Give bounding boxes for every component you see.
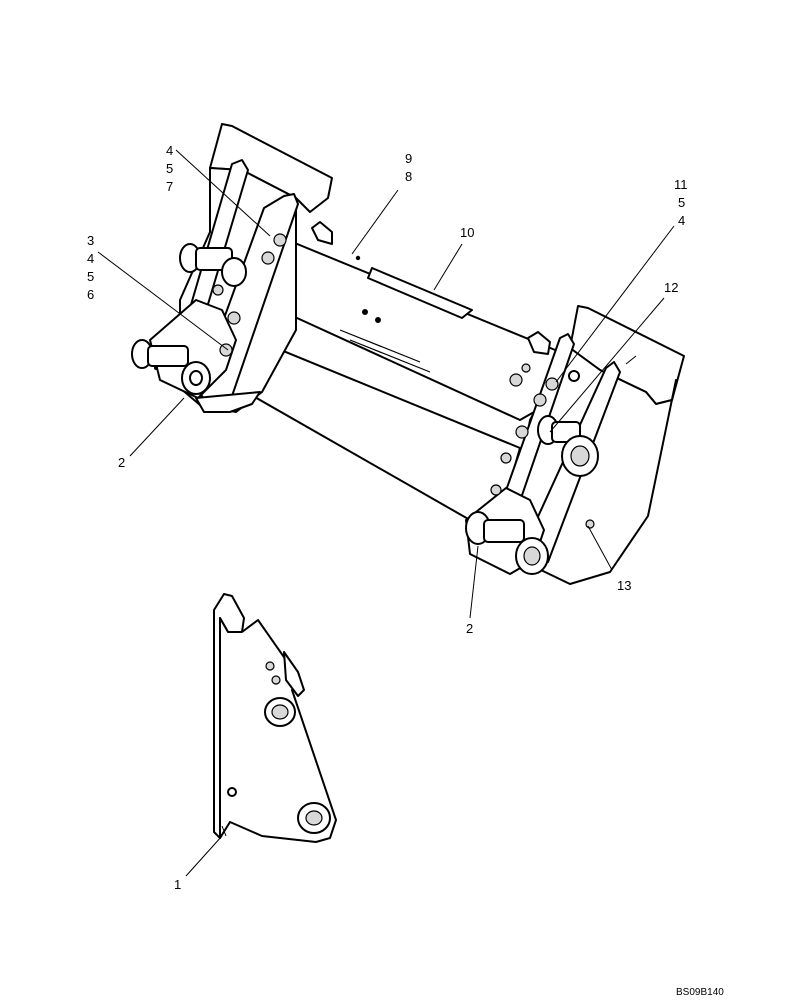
bolt-icon <box>227 311 241 325</box>
left-clip <box>311 221 333 245</box>
left-upper-pin-collar <box>221 257 247 287</box>
bolt-icon <box>533 393 547 407</box>
leader-line <box>351 189 399 255</box>
side-plate-bushing-lower-bore <box>305 810 323 826</box>
reference-code: BS09B140 <box>676 987 724 998</box>
callout-labels: 4 5 7 9 8 10 11 5 4 3 4 5 6 12 2 2 13 1 … <box>87 143 724 998</box>
callout-label: 2 <box>118 455 125 470</box>
callout-label: 2 <box>466 621 473 636</box>
bolt-icon <box>261 251 275 265</box>
bolt-icon <box>273 233 287 247</box>
callout-label: 13 <box>617 578 631 593</box>
leader-line <box>175 149 271 237</box>
leader-line <box>433 243 463 291</box>
bolt-icon <box>212 284 224 296</box>
side-plate-body <box>219 617 337 843</box>
side-plate-detail <box>213 593 337 843</box>
right-lower-bushing-bore <box>523 546 541 566</box>
callout-label: 12 <box>664 280 678 295</box>
leader-line <box>469 545 479 619</box>
grease-fitting-icon <box>585 519 595 529</box>
callout-label: 6 <box>87 287 94 302</box>
callout-label: 8 <box>405 169 412 184</box>
leader-line <box>555 225 675 383</box>
bolt-icon <box>545 377 559 391</box>
callout-label: 7 <box>166 179 173 194</box>
bolt-icon <box>265 661 275 671</box>
callout-label: 5 <box>678 195 685 210</box>
left-link-bar-lower <box>149 299 237 399</box>
bolt-icon <box>500 452 512 464</box>
pin-hole <box>154 366 158 370</box>
bolt-icon <box>509 373 523 387</box>
tube-hole <box>375 317 381 323</box>
callout-label: 5 <box>87 269 94 284</box>
callout-label: 4 <box>678 213 685 228</box>
left-foot <box>195 391 261 413</box>
bolt-icon <box>521 363 531 373</box>
callout-label: 10 <box>460 225 474 240</box>
leader-line <box>97 251 229 351</box>
callout-label: 3 <box>87 233 94 248</box>
leader-line <box>129 397 185 457</box>
bolt-icon <box>490 484 502 496</box>
leader-line <box>185 835 223 877</box>
bolt-icon <box>515 425 529 439</box>
grease-fitting-icon <box>227 787 237 797</box>
tube-hole <box>355 255 361 261</box>
left-lower-pin-bore <box>189 370 203 386</box>
callout-label: 4 <box>166 143 173 158</box>
right-lower-pin <box>483 519 525 543</box>
callout-label: 4 <box>87 251 94 266</box>
right-tab-line <box>625 355 637 365</box>
callout-label: 11 <box>674 177 688 192</box>
leader-lines <box>97 149 675 877</box>
right-clip <box>527 331 551 355</box>
coupler-assembly <box>131 123 685 585</box>
side-plate-bracket <box>283 651 305 697</box>
bolt-icon <box>271 675 281 685</box>
tube-slot <box>367 267 473 319</box>
callout-label: 9 <box>405 151 412 166</box>
right-upper-bushing-bore <box>570 445 590 467</box>
side-plate-bushing-upper-bore <box>271 704 289 720</box>
plate-hole <box>568 370 580 382</box>
left-lower-pin <box>147 345 189 367</box>
bolt-icon <box>219 343 233 357</box>
leader-line <box>587 525 613 571</box>
leader-line <box>549 297 665 433</box>
tube-edge <box>339 329 431 373</box>
callout-label: 1 <box>174 877 181 892</box>
side-plate-tip <box>221 825 227 837</box>
tube-hole <box>362 309 368 315</box>
callout-label: 5 <box>166 161 173 176</box>
